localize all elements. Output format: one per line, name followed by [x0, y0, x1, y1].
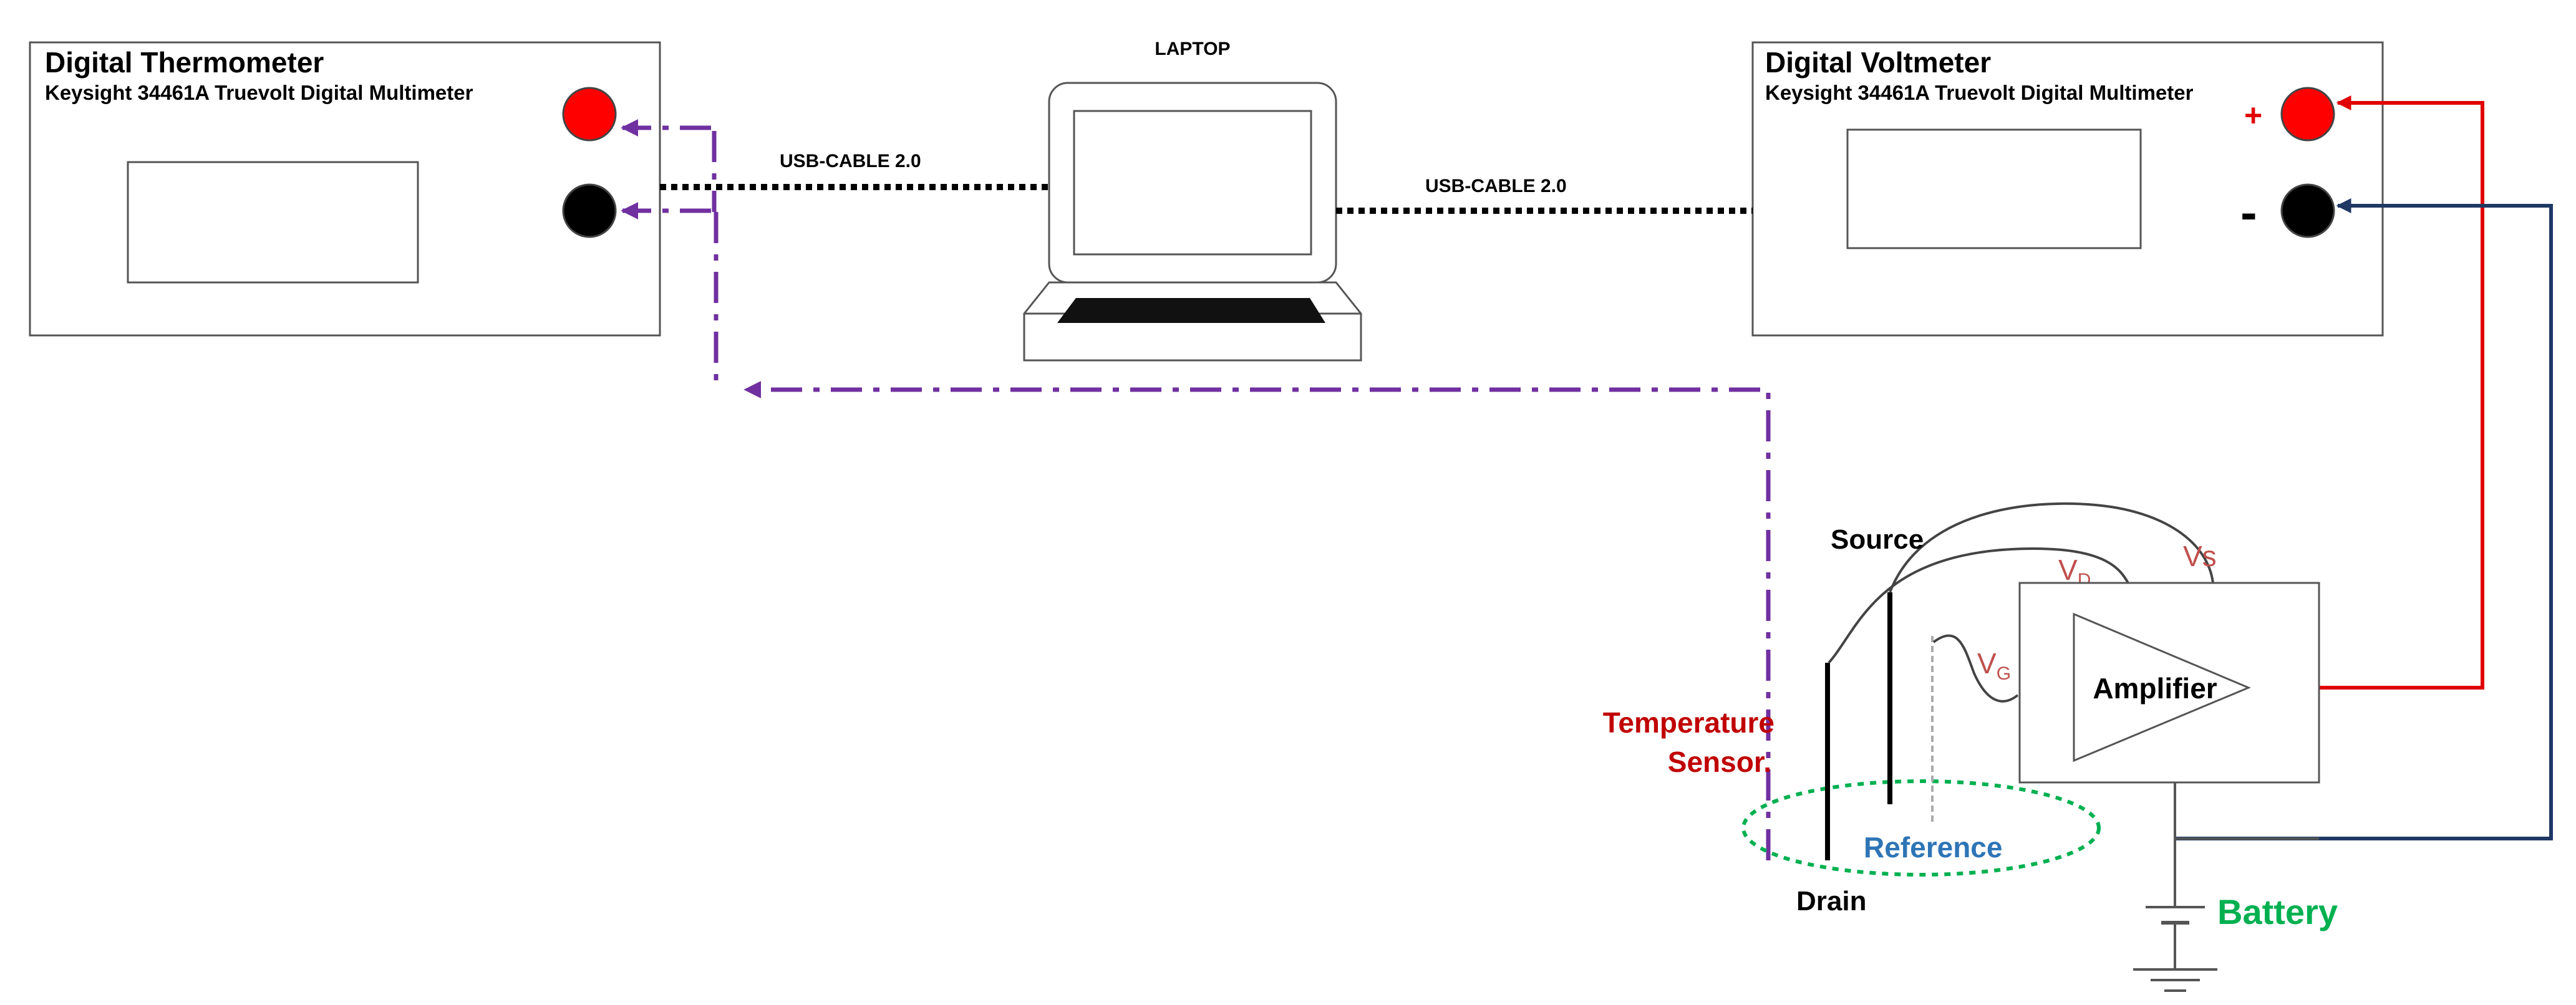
- reference-label: Reference: [1864, 831, 2002, 863]
- thermo-lead-return: [743, 381, 1771, 860]
- laptop: LAPTOP: [1023, 39, 1362, 362]
- thermometer-title: Digital Thermometer: [45, 46, 324, 79]
- thermometer-red-terminal: [562, 87, 617, 142]
- laptop-screen: [1073, 110, 1312, 256]
- amplifier-triangle: [2073, 612, 2251, 762]
- voltmeter-title: Digital Voltmeter: [1765, 46, 1991, 79]
- minus-label: -: [2240, 185, 2257, 240]
- voltmeter-model: Keysight 34461A Truevolt Digital Multime…: [1765, 81, 2194, 104]
- usb-cable-left-label: USB-CABLE 2.0: [780, 151, 921, 171]
- thermometer-black-terminal: [562, 183, 617, 238]
- battery-label: Battery: [2217, 892, 2338, 931]
- usb-cables: USB-CABLE 2.0 USB-CABLE 2.0: [660, 151, 1753, 214]
- drain-label: Drain: [1796, 886, 1866, 916]
- digital-voltmeter: Digital Voltmeter Keysight 34461A Truevo…: [1751, 41, 2384, 337]
- thermometer-display: [127, 161, 419, 284]
- positive-wire: [2319, 95, 2484, 690]
- thermometer-leads: [621, 119, 1771, 860]
- temperature-label-line1: Temperature: [1603, 706, 1775, 739]
- sensor-assembly: Source Drain Reference Temperature Senso…: [1603, 502, 2217, 916]
- laptop-keyboard: [1057, 298, 1325, 323]
- drain-wire: [1828, 547, 2129, 664]
- source-wire: [1889, 502, 2214, 593]
- vs-label: Vs: [2183, 540, 2217, 572]
- amplifier-label: Amplifier: [2093, 672, 2217, 704]
- plus-label: +: [2244, 98, 2262, 133]
- usb-cable-right-label: USB-CABLE 2.0: [1425, 176, 1567, 196]
- voltmeter-wiring: [2175, 95, 2553, 840]
- thermometer-model: Keysight 34461A Truevolt Digital Multime…: [45, 81, 473, 104]
- laptop-label: LAPTOP: [1155, 39, 1230, 59]
- voltmeter-positive-terminal: [2280, 87, 2335, 142]
- digital-thermometer: Digital Thermometer Keysight 34461A True…: [29, 41, 661, 337]
- reference-ellipse: [1741, 779, 2101, 877]
- source-label: Source: [1831, 524, 1924, 555]
- vg-label: VG: [1977, 647, 2011, 684]
- battery: [2133, 782, 2319, 992]
- temperature-label-line2: Sensor.: [1668, 746, 1771, 778]
- voltmeter-negative-terminal: [2280, 183, 2335, 238]
- negative-wire: [2175, 198, 2553, 840]
- voltmeter-display: [1846, 128, 2142, 249]
- gate-wire: [1932, 634, 2019, 703]
- amplifier: Amplifier: [2018, 582, 2320, 784]
